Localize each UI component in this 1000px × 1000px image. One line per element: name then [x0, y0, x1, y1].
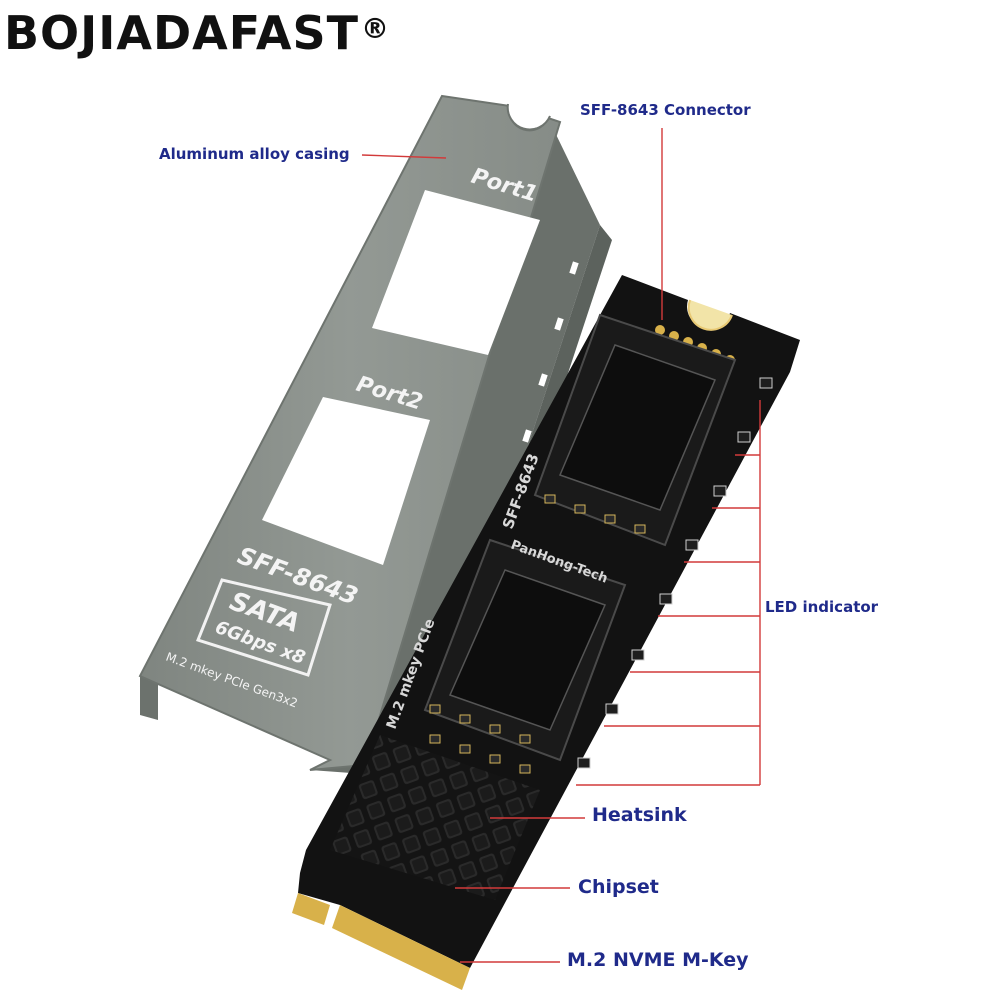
chipset-callout: Chipset — [578, 876, 659, 898]
mkey-callout: M.2 NVME M-Key — [567, 949, 749, 971]
port1-window — [372, 190, 540, 355]
heatsink-callout: Heatsink — [592, 804, 687, 826]
aluminum-casing — [138, 94, 612, 785]
connector-callout: SFF-8643 Connector — [580, 101, 751, 119]
led-indicator-column — [577, 377, 773, 769]
sata-badge — [196, 578, 332, 677]
registered-mark: ® — [361, 12, 391, 45]
heatsink — [330, 735, 540, 900]
led-callout: LED indicator — [765, 598, 879, 616]
casing-callout: Aluminum alloy casing — [159, 145, 350, 163]
port2-window — [262, 397, 430, 565]
brand-logo: BOJIADAFAST® — [4, 2, 390, 64]
brand-name: BOJIADAFAST — [4, 6, 360, 60]
m2-board — [292, 275, 800, 990]
m2-edge-connector — [332, 905, 470, 990]
